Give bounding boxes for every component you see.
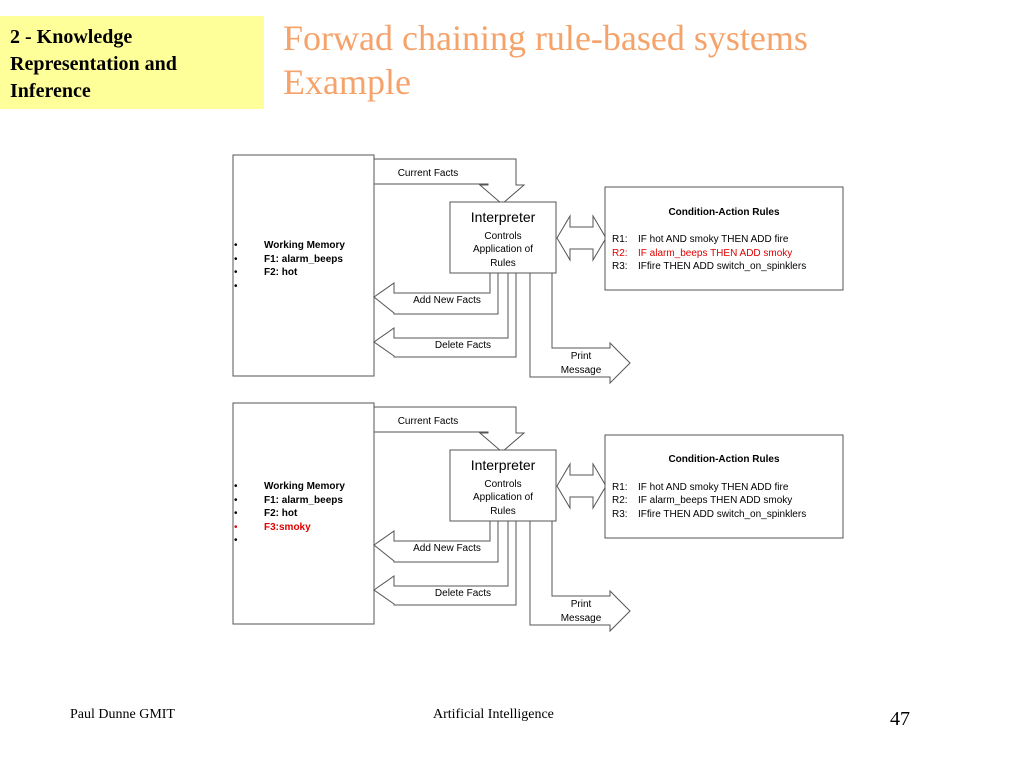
delete-facts-label: Delete Facts [435,340,491,351]
message-label: Message [561,365,602,376]
svg-text:•: • [234,481,238,492]
rules-list: R1: IF hot AND smoky THEN ADD fire R2: I… [612,234,806,272]
rule-id: R2: [612,248,628,259]
rule-text: IF hot AND smoky THEN ADD fire [638,234,789,245]
interpreter-line: Controls [484,231,521,242]
svg-text:•: • [234,240,238,251]
svg-text:•: • [234,254,238,265]
footer-author: Paul Dunne GMIT [70,707,175,722]
memory-item: Working Memory [264,240,345,251]
interpreter-title: Interpreter [471,209,536,225]
print-label: Print [571,351,592,362]
rules-list: R1: IF hot AND smoky THEN ADD fire R2: I… [612,482,806,520]
rule-id: R1: [612,234,628,245]
interpreter-line: Controls [484,479,521,490]
rule-id: R2: [612,495,628,506]
memory-item: F2: hot [264,267,298,278]
rule-text: IFfire THEN ADD switch_on_spinklers [638,261,806,272]
working-memory-list: • Working Memory • F1: alarm_beeps • F2:… [234,481,345,546]
svg-text:•: • [234,535,238,546]
rules-title: Condition-Action Rules [668,454,780,465]
section-label-box: 2 - Knowledge Representation and Inferen… [0,16,264,109]
rule-text: IFfire THEN ADD switch_on_spinklers [638,509,806,520]
memory-item-highlighted: F3:smoky [264,522,311,533]
svg-text:•: • [234,267,238,278]
memory-item: F1: alarm_beeps [264,495,343,506]
memory-item: F1: alarm_beeps [264,254,343,265]
rule-id: R3: [612,261,628,272]
rule-text: IF hot AND smoky THEN ADD fire [638,482,789,493]
current-facts-label: Current Facts [398,416,459,427]
current-facts-label: Current Facts [398,168,459,179]
rule-text: IF alarm_beeps THEN ADD smoky [638,495,792,506]
delete-facts-label: Delete Facts [435,588,491,599]
svg-text:•: • [234,495,238,506]
message-label: Message [561,613,602,624]
rule-text: IF alarm_beeps THEN ADD smoky [638,248,792,259]
footer-course: Artificial Intelligence [433,707,554,722]
page-number: 47 [890,708,910,730]
memory-item: F2: hot [264,508,298,519]
memory-item: Working Memory [264,481,345,492]
interpreter-line: Rules [490,258,516,269]
rule-id: R1: [612,482,628,493]
slide-title: Forwad chaining rule-based systems Examp… [283,18,808,102]
working-memory-list: • Working Memory • F1: alarm_beeps • F2:… [234,240,345,292]
interpreter-line: Application of [473,492,533,503]
interpreter-line: Rules [490,506,516,517]
rule-id: R3: [612,509,628,520]
svg-text:•: • [234,508,238,519]
add-new-facts-label: Add New Facts [413,295,481,306]
interpreter-title: Interpreter [471,457,536,473]
diagram-1: • Working Memory • F1: alarm_beeps • F2:… [232,154,844,384]
svg-text:•: • [234,522,238,533]
diagram-2: • Working Memory • F1: alarm_beeps • F2:… [232,402,844,632]
rules-title: Condition-Action Rules [668,207,780,218]
interpreter-line: Application of [473,244,533,255]
add-new-facts-label: Add New Facts [413,543,481,554]
svg-text:•: • [234,281,238,292]
print-label: Print [571,599,592,610]
